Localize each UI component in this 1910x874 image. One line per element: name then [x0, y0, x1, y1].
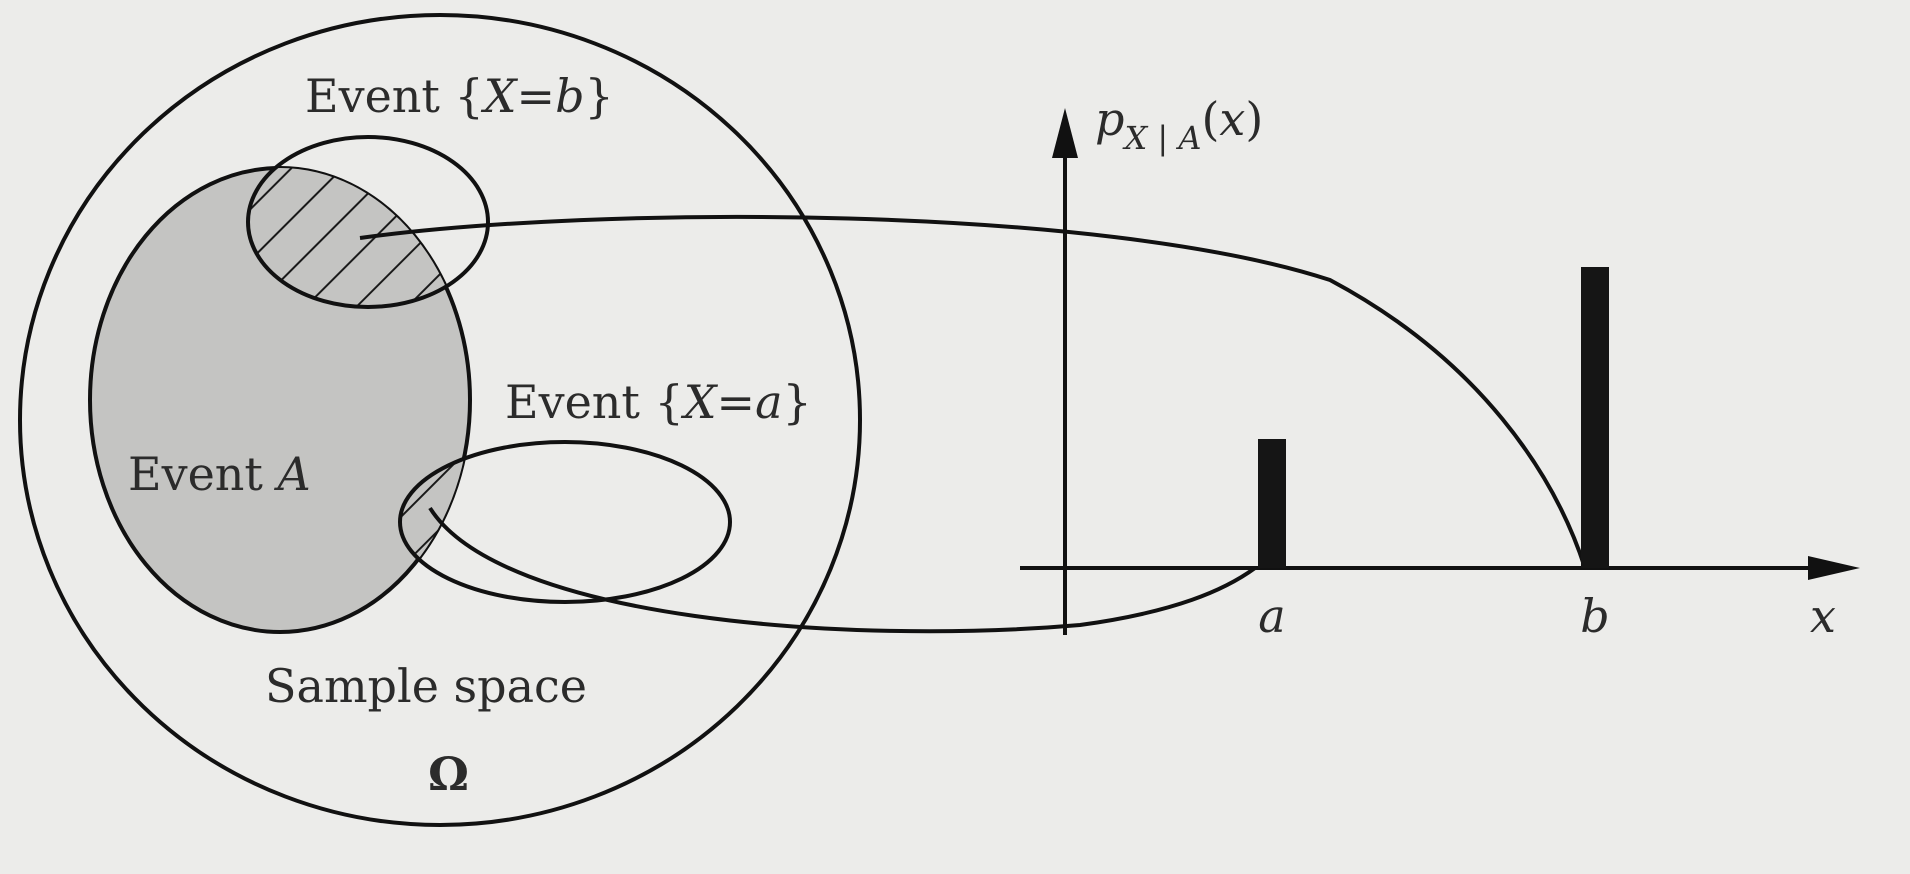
event-b-label: Event {X=b}	[305, 69, 614, 123]
event-A-label: Event A	[128, 447, 311, 501]
event-a-set-label: Event {X=a}	[505, 375, 812, 429]
sample-space-ellipse	[18, 13, 862, 827]
event-a-ellipse	[398, 440, 732, 604]
x-tick-label-a: a	[1258, 589, 1285, 643]
x-axis-arrow	[1808, 556, 1860, 580]
y-axis-arrow	[1052, 108, 1078, 158]
event-b-ellipse	[246, 135, 490, 309]
mapping-curve-a	[428, 506, 1257, 634]
omega-label: Ω	[428, 747, 469, 801]
sample-space-label: Sample space	[265, 659, 587, 713]
y-axis-label: pX | A(x)	[1095, 92, 1263, 157]
mapping-curve-b	[359, 214, 1587, 569]
x-axis-label: x	[1810, 589, 1836, 643]
pmf-bar-a	[1258, 439, 1286, 568]
x-tick-label-b: b	[1580, 589, 1609, 643]
pmf-bar-b	[1581, 267, 1609, 568]
